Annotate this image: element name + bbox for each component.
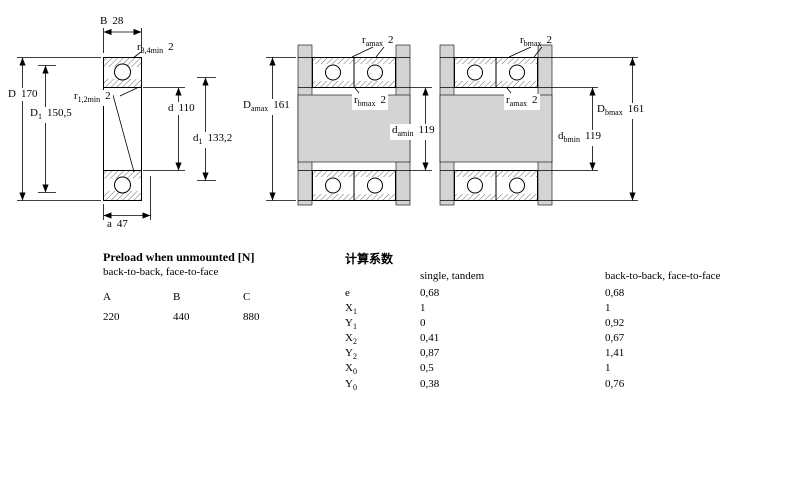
ball-icon [325,64,341,81]
ball-icon [509,64,525,81]
preload-subtitle: back-to-back, face-to-face [103,266,219,278]
factors-value: 0,68 [605,287,625,299]
factors-value: 0,68 [420,287,440,299]
factors-value: 0,92 [605,317,625,329]
factors-value: 1 [605,302,611,314]
contact-angle-line [112,94,135,173]
paired-bearing-arrangement-2 [439,44,638,206]
factors-value: 0,41 [420,332,440,344]
factors-row-label: Y1 [345,317,357,332]
preload-value: 880 [243,311,260,323]
ball-icon [367,177,383,194]
factors-row-label: Y2 [345,347,357,362]
factors-value: 1 [420,302,426,314]
ball-icon [467,177,483,194]
factors-value: 0,38 [420,378,440,390]
factors-value: 1 [605,362,611,374]
ball-icon [367,64,383,81]
single-bearing-dimension-lines [17,28,216,220]
preload-col-header: C [243,291,251,303]
factors-value: 0,76 [605,378,625,390]
factors-title: 计算系数 [345,252,394,266]
factors-value: 0,87 [420,347,440,359]
factors-col-header-btb-ftf: back-to-back, face-to-face [605,270,721,282]
factors-value: 0,5 [420,362,434,374]
preload-value: 440 [173,311,190,323]
ball-icon [509,177,525,194]
preload-col-header: A [103,291,111,303]
factors-row-label: X0 [345,362,357,377]
ball-icon [114,176,131,194]
factors-row-label: X2 [345,332,357,347]
factors-value: 1,41 [605,347,625,359]
factors-col-header-single-tandem: single, tandem [420,270,485,282]
factors-row-label: Y0 [345,378,357,393]
factors-row-label: e [345,287,350,299]
ball-icon [467,64,483,81]
ball-icon [114,63,131,81]
factors-row-label: X1 [345,302,357,317]
factors-value: 0 [420,317,426,329]
ball-icon [325,177,341,194]
preload-title: Preload when unmounted [N] [103,250,255,264]
preload-value: 220 [103,311,120,323]
preload-col-header: B [173,291,181,303]
factors-value: 0,67 [605,332,625,344]
single-bearing-cross-section [103,57,142,201]
